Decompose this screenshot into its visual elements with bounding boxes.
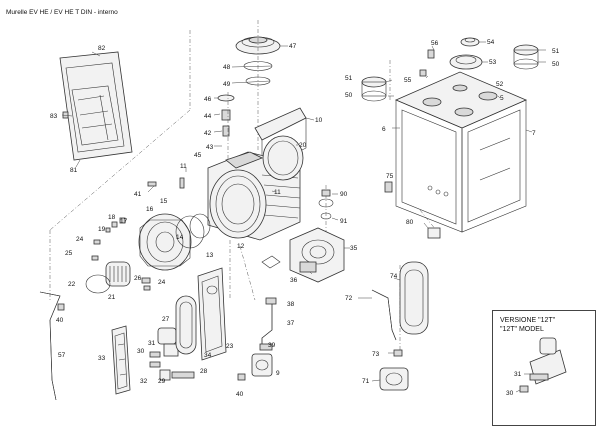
part-label: 13 bbox=[206, 252, 214, 259]
part-label: 42 bbox=[204, 130, 212, 137]
part-label: 38 bbox=[287, 301, 295, 308]
part-number-labels: 82 83 81 47 48 49 46 44 42 43 45 10 20 1… bbox=[50, 39, 560, 398]
part-label: 30 bbox=[137, 348, 145, 355]
part-label: 51 bbox=[552, 48, 560, 55]
front-panel-part bbox=[59, 51, 133, 161]
part-label: 18 bbox=[108, 214, 116, 221]
siphon-part bbox=[237, 297, 277, 381]
pump-part bbox=[261, 189, 345, 283]
part-label: 36 bbox=[290, 277, 298, 284]
inset-12t-parts bbox=[519, 337, 567, 393]
part-label: 35 bbox=[350, 245, 358, 252]
part-label: 31 bbox=[148, 340, 156, 347]
part-label: 37 bbox=[287, 320, 295, 327]
inset-title-line1: VERSIONE "12T" bbox=[500, 317, 556, 324]
part-label: 57 bbox=[58, 352, 66, 359]
part-label: 11 bbox=[180, 163, 187, 170]
part-label: 5 bbox=[500, 95, 504, 102]
valve-assembly-part bbox=[149, 295, 197, 381]
part-label: 24 bbox=[76, 236, 84, 243]
part-label: 25 bbox=[65, 250, 73, 257]
part-label: 83 bbox=[50, 113, 58, 120]
sensor-part bbox=[384, 181, 441, 239]
part-label: 39 bbox=[268, 342, 276, 349]
part-label: 40 bbox=[56, 317, 64, 324]
heat-exchanger-part bbox=[207, 135, 304, 241]
inset-title-line2: "12T" MODEL bbox=[500, 326, 544, 333]
flue-gasket-parts bbox=[217, 20, 281, 160]
part-label: 21 bbox=[108, 294, 116, 301]
part-label: 43 bbox=[206, 144, 214, 151]
part-label: 80 bbox=[406, 219, 414, 226]
boiler-frame-part bbox=[394, 71, 528, 233]
part-label: 22 bbox=[68, 281, 76, 288]
part-label: 47 bbox=[289, 43, 297, 50]
part-label: 53 bbox=[489, 59, 497, 66]
part-label: 16 bbox=[146, 206, 154, 213]
part-label: 33 bbox=[98, 355, 106, 362]
burner-door-part bbox=[91, 213, 211, 271]
part-label: 29 bbox=[158, 378, 166, 385]
part-label: 32 bbox=[140, 378, 148, 385]
part-label: 71 bbox=[362, 378, 370, 385]
inset-12t-box bbox=[492, 310, 596, 426]
part-label: 23 bbox=[226, 343, 234, 350]
part-label: 55 bbox=[404, 77, 412, 84]
part-label: 31 bbox=[514, 371, 522, 378]
part-label: 72 bbox=[345, 295, 353, 302]
part-label: 74 bbox=[390, 273, 398, 280]
part-label: 26 bbox=[134, 275, 142, 282]
part-label: 52 bbox=[496, 81, 504, 88]
part-label: 24 bbox=[158, 279, 166, 286]
pipe-part bbox=[39, 291, 65, 401]
part-label: 19 bbox=[98, 226, 106, 233]
part-label: 81 bbox=[70, 167, 78, 174]
part-label: 6 bbox=[382, 126, 386, 133]
part-label: 17 bbox=[120, 218, 128, 225]
chamber-cover-part bbox=[197, 267, 227, 361]
part-label: 45 bbox=[194, 152, 202, 159]
part-label: 10 bbox=[315, 117, 323, 124]
part-label: 11 bbox=[274, 189, 281, 196]
part-label: 27 bbox=[162, 316, 170, 323]
part-label: 30 bbox=[506, 390, 514, 397]
part-label: 15 bbox=[160, 198, 168, 205]
small-fittings-part bbox=[141, 177, 185, 291]
part-label: 91 bbox=[340, 218, 348, 225]
part-label: 82 bbox=[98, 45, 106, 52]
part-label: 54 bbox=[487, 39, 495, 46]
leader-lines bbox=[61, 41, 546, 393]
expansion-vessel-part bbox=[371, 261, 429, 391]
part-label: 49 bbox=[223, 81, 231, 88]
diagram-title: Murelle EV HE / EV HE T DIN - interno bbox=[6, 9, 118, 16]
part-label: 48 bbox=[223, 64, 231, 71]
part-label: 28 bbox=[200, 368, 208, 375]
part-label: 51 bbox=[345, 75, 353, 82]
part-label: 50 bbox=[552, 61, 560, 68]
part-label: 90 bbox=[340, 191, 348, 198]
part-label: 20 bbox=[299, 142, 307, 149]
part-label: 50 bbox=[345, 92, 353, 99]
part-label: 14 bbox=[176, 234, 184, 241]
part-label: 34 bbox=[204, 352, 212, 359]
part-label: 9 bbox=[276, 370, 280, 377]
side-panel-part bbox=[111, 325, 131, 395]
part-label: 44 bbox=[204, 113, 212, 120]
part-label: 73 bbox=[372, 351, 380, 358]
part-label: 41 bbox=[134, 191, 142, 198]
part-label: 12 bbox=[237, 243, 245, 250]
part-label: 46 bbox=[204, 96, 212, 103]
part-label: 75 bbox=[386, 173, 394, 180]
fan-part bbox=[85, 261, 131, 294]
part-label: 56 bbox=[431, 40, 439, 47]
part-label: 40 bbox=[236, 391, 244, 398]
part-label: 7 bbox=[532, 130, 536, 137]
